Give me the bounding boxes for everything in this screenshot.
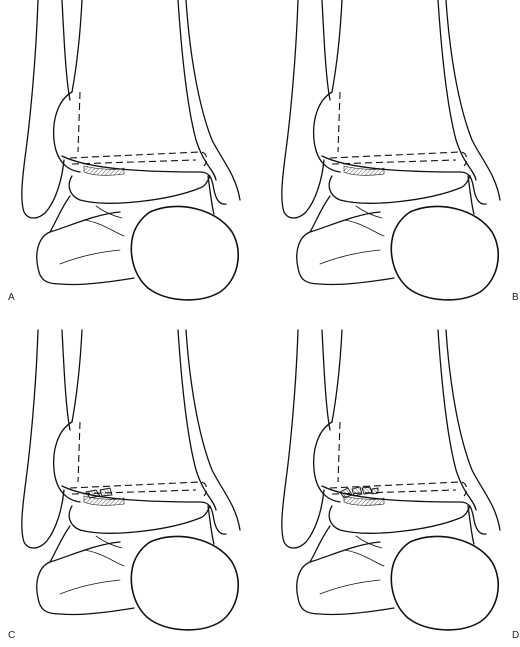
panel-c-drawing (22, 330, 240, 630)
panel-label-d: D (512, 630, 519, 641)
panel-label-c: C (8, 630, 15, 641)
panel-d-drawing (282, 330, 500, 630)
panel-b-drawing (282, 0, 500, 300)
panel-label-a: A (8, 292, 15, 303)
panel-label-b: B (512, 292, 519, 303)
panel-a-drawing (22, 0, 240, 300)
